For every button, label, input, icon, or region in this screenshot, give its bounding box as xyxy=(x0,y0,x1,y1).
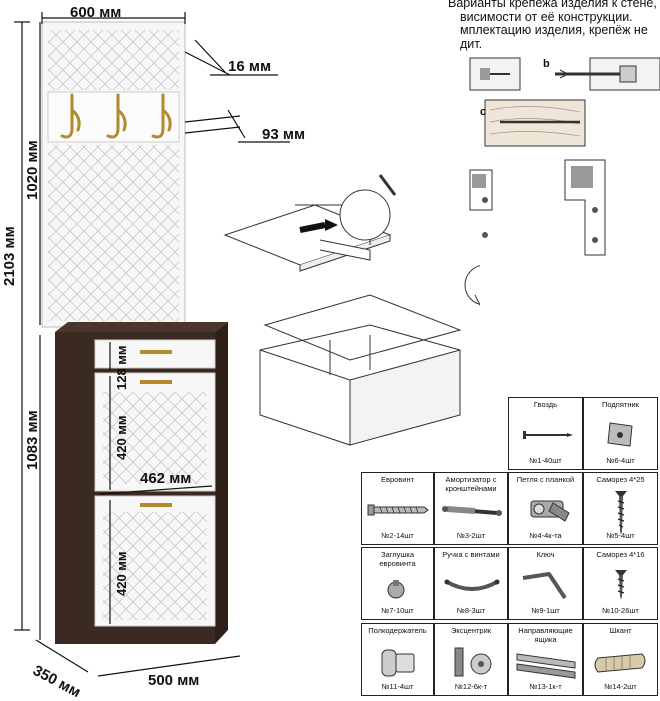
note-line-1: Варианты крепежа изделия к стене, xyxy=(448,0,657,10)
hardware-cell: Амортизатор с кронштейнами №3-2шт xyxy=(434,472,508,545)
hardware-qty: №6-4шт xyxy=(606,456,635,465)
hardware-cell: Эксцентрик №12-6к-т xyxy=(434,623,508,696)
dowel-icon xyxy=(594,653,646,673)
product-drawing xyxy=(14,12,290,677)
hardware-cell: Гвоздь №1-40шт xyxy=(508,397,583,470)
hardware-qty: №9-1шт xyxy=(531,606,560,615)
shelf-pin-icon xyxy=(381,649,415,677)
hardware-qty: №2-14шт xyxy=(381,531,414,540)
hardware-qty: №8-3шт xyxy=(456,606,486,615)
hex-key-icon xyxy=(522,572,567,600)
note-line-2: висимости от её конструкции. xyxy=(460,9,633,24)
hardware-cell: Направляющие ящика №13-1к-т xyxy=(508,623,583,696)
dim-width-bottom: 500 мм xyxy=(148,672,200,689)
hardware-cell: Полкодержатель №11-4шт xyxy=(361,623,434,696)
hardware-cell: Подпятник №6-4шт xyxy=(583,397,658,470)
mounting-note: Варианты крепежа изделия к стене, висимо… xyxy=(448,0,660,51)
hardware-qty: №3-2шт xyxy=(456,531,486,540)
dim-height-total: 2103 мм xyxy=(1,226,18,286)
hardware-qty: №10-26шт xyxy=(602,606,639,615)
dim-height-panel: 1020 мм xyxy=(24,140,41,200)
hardware-label: Направляющие ящика xyxy=(518,626,573,644)
nail-icon xyxy=(523,431,573,439)
assembly-steps xyxy=(223,174,480,446)
hardware-cell: Шкант №14-2шт xyxy=(583,623,658,696)
hardware-label: Эксцентрик xyxy=(450,626,492,635)
hardware-cell: Ключ №9-1шт xyxy=(508,547,583,620)
hardware-cell: Ручка с винтами №8-3шт xyxy=(434,547,508,620)
drawer-slide-icon xyxy=(516,653,576,679)
cabinet-top xyxy=(55,322,228,332)
hardware-cell: Саморез 4*25 №5-4шт xyxy=(583,472,658,545)
cap-icon xyxy=(387,580,405,599)
hardware-cell: Саморез 4*16 №10-26шт xyxy=(583,547,658,620)
euro-screw-icon xyxy=(367,504,429,516)
dim-door-420-bottom: 420 мм xyxy=(114,551,129,596)
hardware-label: Полкодержатель xyxy=(368,626,427,635)
hardware-label: Шкант xyxy=(609,626,632,635)
foot-pad-icon xyxy=(607,422,633,447)
hardware-qty: №5-4шт xyxy=(606,531,635,540)
handle-icon xyxy=(444,579,500,591)
hardware-qty: №7-10шт xyxy=(381,606,414,615)
hardware-label: Амортизатор с кронштейнами xyxy=(445,475,497,493)
dim-inner-width: 462 мм xyxy=(140,470,192,487)
hardware-qty: №11-4шт xyxy=(381,682,414,691)
hardware-label: Саморез 4*16 xyxy=(596,550,645,559)
hardware-cell: Заглушка евровинта №7-10шт xyxy=(361,547,434,620)
hardware-label: Ручка с винтами xyxy=(442,550,500,559)
dim-height-cabinet: 1083 мм xyxy=(24,410,41,470)
hardware-cell: Евровинт №2-14шт xyxy=(361,472,434,545)
cam-lock-icon xyxy=(454,647,492,677)
hardware-label: Ключ xyxy=(536,550,555,559)
hardware-qty: №14-2шт xyxy=(604,682,637,691)
hardware-qty: №12-6к-т xyxy=(454,682,488,691)
hardware-label: Гвоздь xyxy=(533,400,558,409)
hinge-icon xyxy=(530,500,570,522)
short-screw-icon xyxy=(615,570,627,600)
damper-icon xyxy=(442,506,502,516)
hardware-label: Саморез 4*25 xyxy=(596,475,645,484)
hardware-qty: №1-40шт xyxy=(529,456,562,465)
note-line-4: дит. xyxy=(460,36,483,51)
dim-drawer-128: 128 мм xyxy=(114,345,129,390)
dim-gap-16: 16 мм xyxy=(228,58,272,75)
coat-hook-3 xyxy=(151,93,172,139)
variant-letter-c: c xyxy=(480,106,487,118)
hardware-qty: №4-4к-та xyxy=(529,531,562,540)
variant-letter-b: b xyxy=(543,58,550,70)
dim-door-420-top: 420 мм xyxy=(114,415,129,460)
coat-hook-1 xyxy=(60,93,81,139)
hardware-qty: №13-1к-т xyxy=(529,682,562,691)
coat-hook-2 xyxy=(106,93,127,139)
dim-gap-93: 93 мм xyxy=(262,126,306,143)
screw-icon xyxy=(615,491,627,535)
hardware-label: Евровинт xyxy=(380,475,415,484)
hardware-label: Подпятник xyxy=(602,400,639,409)
mounting-variants xyxy=(469,57,660,256)
dim-width-top: 600 мм xyxy=(70,4,122,21)
note-line-3: мплектацию изделия, крепёж не xyxy=(460,23,648,37)
hardware-label: Петля с планкой xyxy=(516,475,575,484)
hardware-cell: Петля с планкой №4-4к-та xyxy=(508,472,583,545)
hardware-label: Заглушка евровинта xyxy=(379,550,416,568)
